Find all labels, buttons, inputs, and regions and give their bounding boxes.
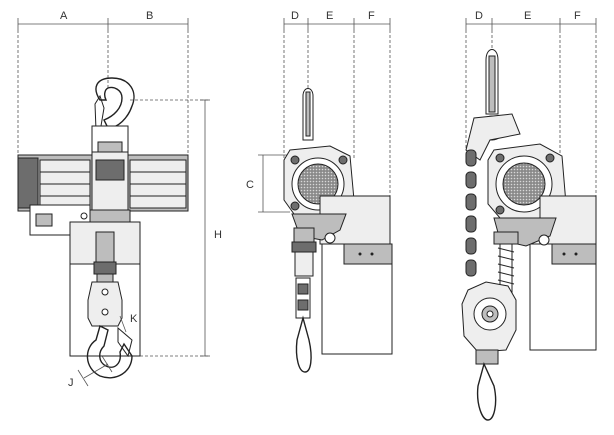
dim-label-k: K bbox=[130, 313, 138, 325]
dim-label-j: J bbox=[68, 377, 74, 389]
dim-label-e-right: E bbox=[524, 10, 531, 22]
dim-label-f-right: F bbox=[574, 10, 581, 22]
side-view-chain-container: D E F bbox=[461, 10, 597, 421]
dim-label-e: E bbox=[326, 10, 333, 22]
front-view: A B H bbox=[17, 10, 222, 389]
load-chain bbox=[465, 149, 477, 277]
dim-label-c: C bbox=[246, 179, 254, 191]
dim-label-b: B bbox=[146, 10, 153, 22]
dim-label-h: H bbox=[214, 229, 222, 241]
dim-label-d: D bbox=[291, 10, 299, 22]
dim-label-f: F bbox=[368, 10, 375, 22]
dim-label-d-right: D bbox=[475, 10, 483, 22]
dim-label-a: A bbox=[60, 10, 68, 22]
side-view: D E F C bbox=[246, 10, 393, 373]
